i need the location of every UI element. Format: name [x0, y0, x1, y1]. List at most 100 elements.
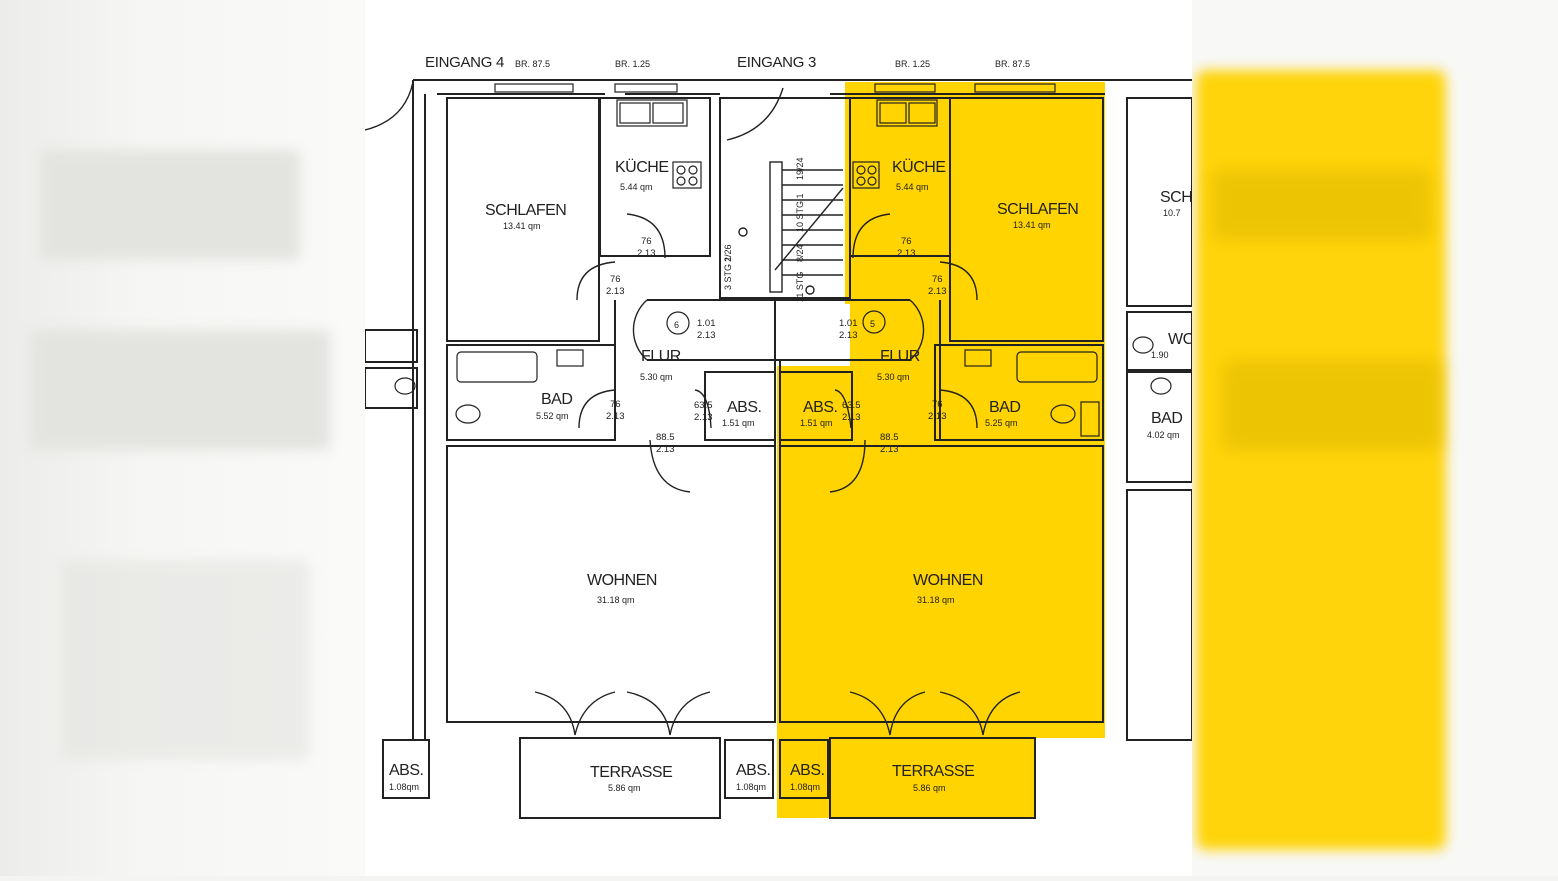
room-name-kueche: KÜCHE — [615, 158, 669, 176]
door-swing — [534, 691, 616, 736]
washbasin-icon — [556, 349, 584, 367]
wall — [614, 300, 941, 440]
burner — [688, 176, 698, 186]
room-area-wc: 1.90 — [1151, 350, 1169, 360]
door-swing — [578, 389, 616, 429]
window-width-label: BR. 1.25 — [895, 59, 930, 69]
wall — [446, 97, 600, 342]
washbasin-icon — [964, 349, 992, 367]
wall — [364, 329, 418, 363]
room-name-abs: ABS. — [803, 399, 837, 416]
window — [874, 83, 936, 93]
blurred-background-left — [0, 0, 365, 876]
burner — [856, 165, 866, 175]
door-swing — [726, 87, 784, 141]
highlighted-apartment — [777, 82, 1105, 818]
door-width: 76 — [932, 399, 943, 410]
blurred-shape — [30, 330, 330, 450]
door-swing — [626, 691, 711, 736]
burner — [867, 176, 877, 186]
door-width: 76 — [610, 399, 621, 410]
room-name-bad: BAD — [989, 399, 1020, 416]
room-area-wohnen: 31.18 qm — [917, 595, 955, 605]
wall — [599, 97, 711, 257]
room-name-terrasse: TERRASSE — [892, 763, 974, 780]
entrance-label: EINGANG 4 — [425, 54, 504, 71]
wall — [519, 737, 721, 819]
stair-steps — [782, 169, 843, 276]
toilet-icon — [394, 377, 416, 395]
door-swing — [939, 691, 1021, 736]
wall — [1126, 489, 1193, 741]
room-name-wohnen: WOHNEN — [587, 572, 657, 589]
door-height: 2.13 — [697, 330, 716, 341]
door-swing — [364, 81, 414, 131]
door-swing — [849, 691, 926, 736]
toilet-icon — [1132, 336, 1154, 354]
stair-label: 11 STG — [795, 272, 805, 302]
door-swing — [649, 439, 691, 493]
door-height: 2.13 — [637, 248, 656, 259]
door-width: 63.5 — [694, 400, 713, 411]
stair-label: 2/26 — [723, 244, 733, 262]
door-swing — [909, 299, 925, 361]
wall — [364, 367, 418, 409]
door-height: 2.13 — [839, 330, 858, 341]
kitchen-sink — [876, 99, 938, 127]
window-width-label: BR. 87.5 — [515, 59, 550, 69]
stair-rail — [769, 161, 783, 293]
stair-marker — [738, 227, 748, 237]
room-name-abs: ABS. — [727, 399, 761, 416]
room-area-flur: 5.30 qm — [640, 372, 673, 382]
stove-icon — [672, 161, 702, 189]
door-swing — [576, 261, 616, 301]
room-name-terrasse: TERRASSE — [590, 764, 672, 781]
stair-label: 19/24 — [795, 157, 805, 180]
room-area-abs-outer: 1.08qm — [790, 782, 820, 792]
room-area-kueche: 5.44 qm — [620, 182, 653, 192]
door-height: 2.13 — [880, 444, 899, 455]
kitchen-sink — [619, 102, 651, 124]
door-swing — [694, 389, 712, 429]
toilet-icon — [455, 404, 481, 424]
burner — [676, 176, 686, 186]
burner — [867, 165, 877, 175]
room-area-flur: 5.30 qm — [877, 372, 910, 382]
kitchen-sink — [616, 99, 688, 127]
door-swing — [939, 389, 978, 429]
door-width: 88.5 — [656, 432, 675, 443]
kitchen-sink — [652, 102, 684, 124]
kitchen-sink — [908, 102, 936, 124]
door-height: 2.13 — [606, 411, 625, 422]
door-height: 2.13 — [928, 286, 947, 297]
stair-direction — [774, 187, 844, 271]
door-width: 76 — [932, 274, 943, 285]
window-width-label: BR. 87.5 — [995, 59, 1030, 69]
room-name-bad: BAD — [541, 391, 572, 408]
wall — [829, 737, 1036, 819]
window — [494, 83, 574, 93]
window-width-label: BR. 1.25 — [615, 59, 650, 69]
room-area-schlafen: 13.41 qm — [503, 221, 541, 231]
kitchen-sink — [879, 102, 907, 124]
room-area-abs-outer: 1.08qm — [389, 782, 419, 792]
toilet-icon — [1050, 404, 1076, 424]
wall — [724, 739, 774, 799]
stair-label: 8/24 — [795, 244, 805, 262]
door-height: 2.13 — [928, 411, 947, 422]
window — [974, 83, 1056, 93]
door-height: 2.13 — [842, 412, 861, 423]
stair-marker — [805, 285, 815, 295]
wall — [382, 739, 430, 799]
door-swing — [939, 261, 978, 301]
floor-plan-drawing: EINGANG 4 BR. 87.5 BR. 1.25 EINGANG 3 BR… — [364, 54, 1242, 819]
room-area-schlafen: 10.7 — [1163, 208, 1181, 218]
room-area-abs: 1.51 qm — [722, 418, 755, 428]
blurred-shape — [1212, 170, 1432, 240]
room-name-flur: FLUR — [880, 348, 920, 365]
stair-label: 10 STG 1 — [795, 193, 805, 232]
door-height: 2.13 — [656, 444, 675, 455]
room-name-kueche: KÜCHE — [892, 158, 946, 176]
washing-machine-icon — [1080, 401, 1100, 437]
room-name-abs-outer: ABS. — [736, 762, 770, 779]
